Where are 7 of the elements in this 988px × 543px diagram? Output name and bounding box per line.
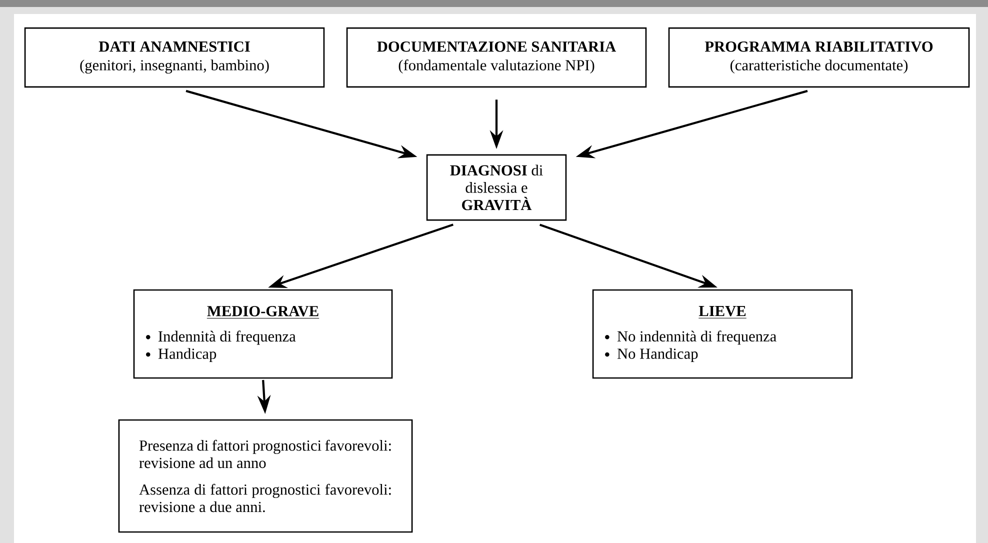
- diagnosis-box: DIAGNOSI di dislessia e GRAVITÀ: [426, 154, 567, 221]
- severity-box: LIEVE No indennità di frequenza No Handicap: [592, 289, 853, 379]
- severity-box: MEDIO-GRAVE Indennità di frequenza Handicap: [133, 289, 393, 379]
- note-box: Presenza di fattori prognostici favorevoli: revisione ad un anno Assenza di fattori prognostici favorevoli: revisione a due anni.: [118, 419, 413, 533]
- source-box: DOCUMENTAZIONE SANITARIA (fondamentale valutazione NPI): [346, 27, 647, 88]
- source-box: DATI ANAMNESTICI (genitori, insegnanti, bambino): [24, 27, 325, 88]
- source-box: PROGRAMMA RIABILITATIVO (caratteristiche documentate): [668, 27, 970, 88]
